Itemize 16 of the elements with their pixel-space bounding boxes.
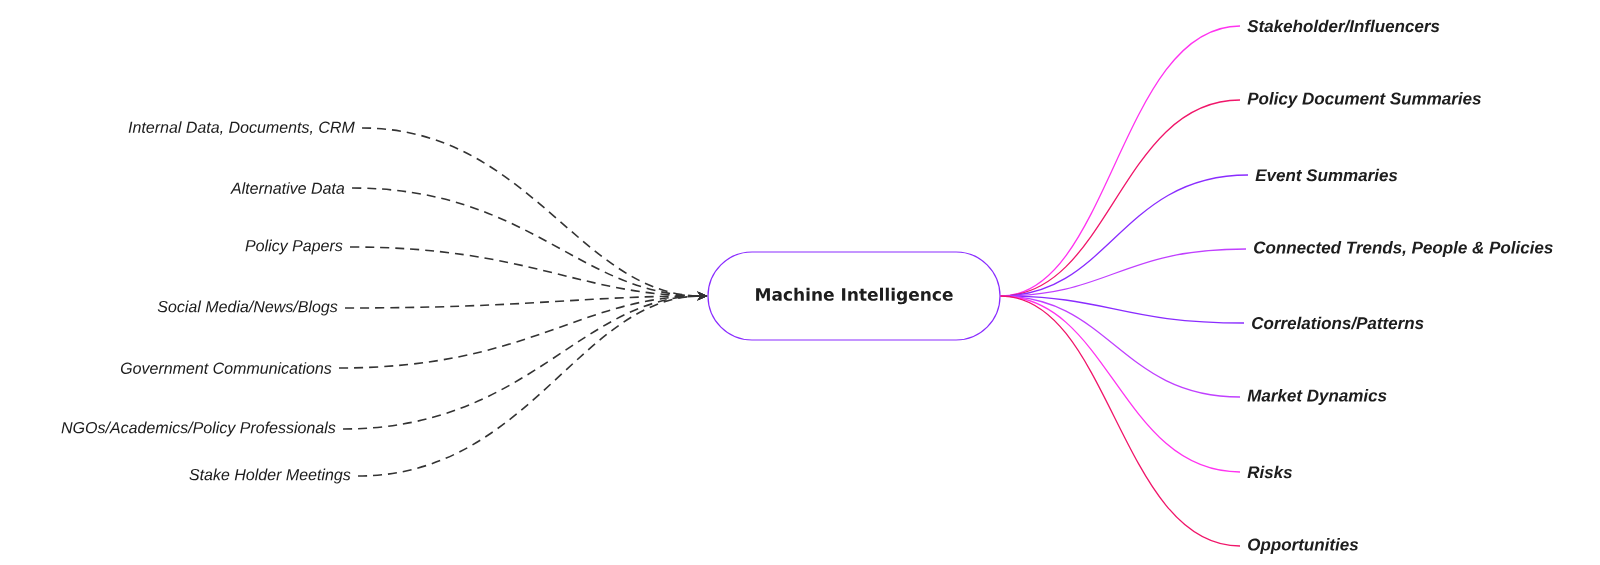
source-label: Alternative Data — [230, 182, 345, 194]
output-label: Market Dynamics — [1247, 389, 1387, 405]
output-label: Policy Document Summaries — [1247, 92, 1481, 108]
output-label: Correlations/Patterns — [1252, 316, 1424, 330]
source-label: Social Media/News/Blogs — [157, 300, 338, 316]
output-label: Risks — [1247, 465, 1292, 479]
output-label: Opportunities — [1248, 538, 1359, 554]
source-label: Government Communications — [120, 362, 332, 374]
source-label: Internal Data, Documents, CRM — [128, 121, 355, 135]
output-label: Stakeholder/Influencers — [1247, 19, 1440, 33]
source-label: Policy Papers — [245, 239, 343, 255]
process-box: Machine Intelligence — [707, 251, 1001, 341]
source-label: Stake Holder Meetings — [189, 468, 351, 484]
output-label: Event Summaries — [1255, 168, 1398, 182]
output-label: Connected Trends, People & Policies — [1254, 241, 1553, 257]
source-label: NGOs/Academics/Policy Professionals — [61, 421, 336, 437]
